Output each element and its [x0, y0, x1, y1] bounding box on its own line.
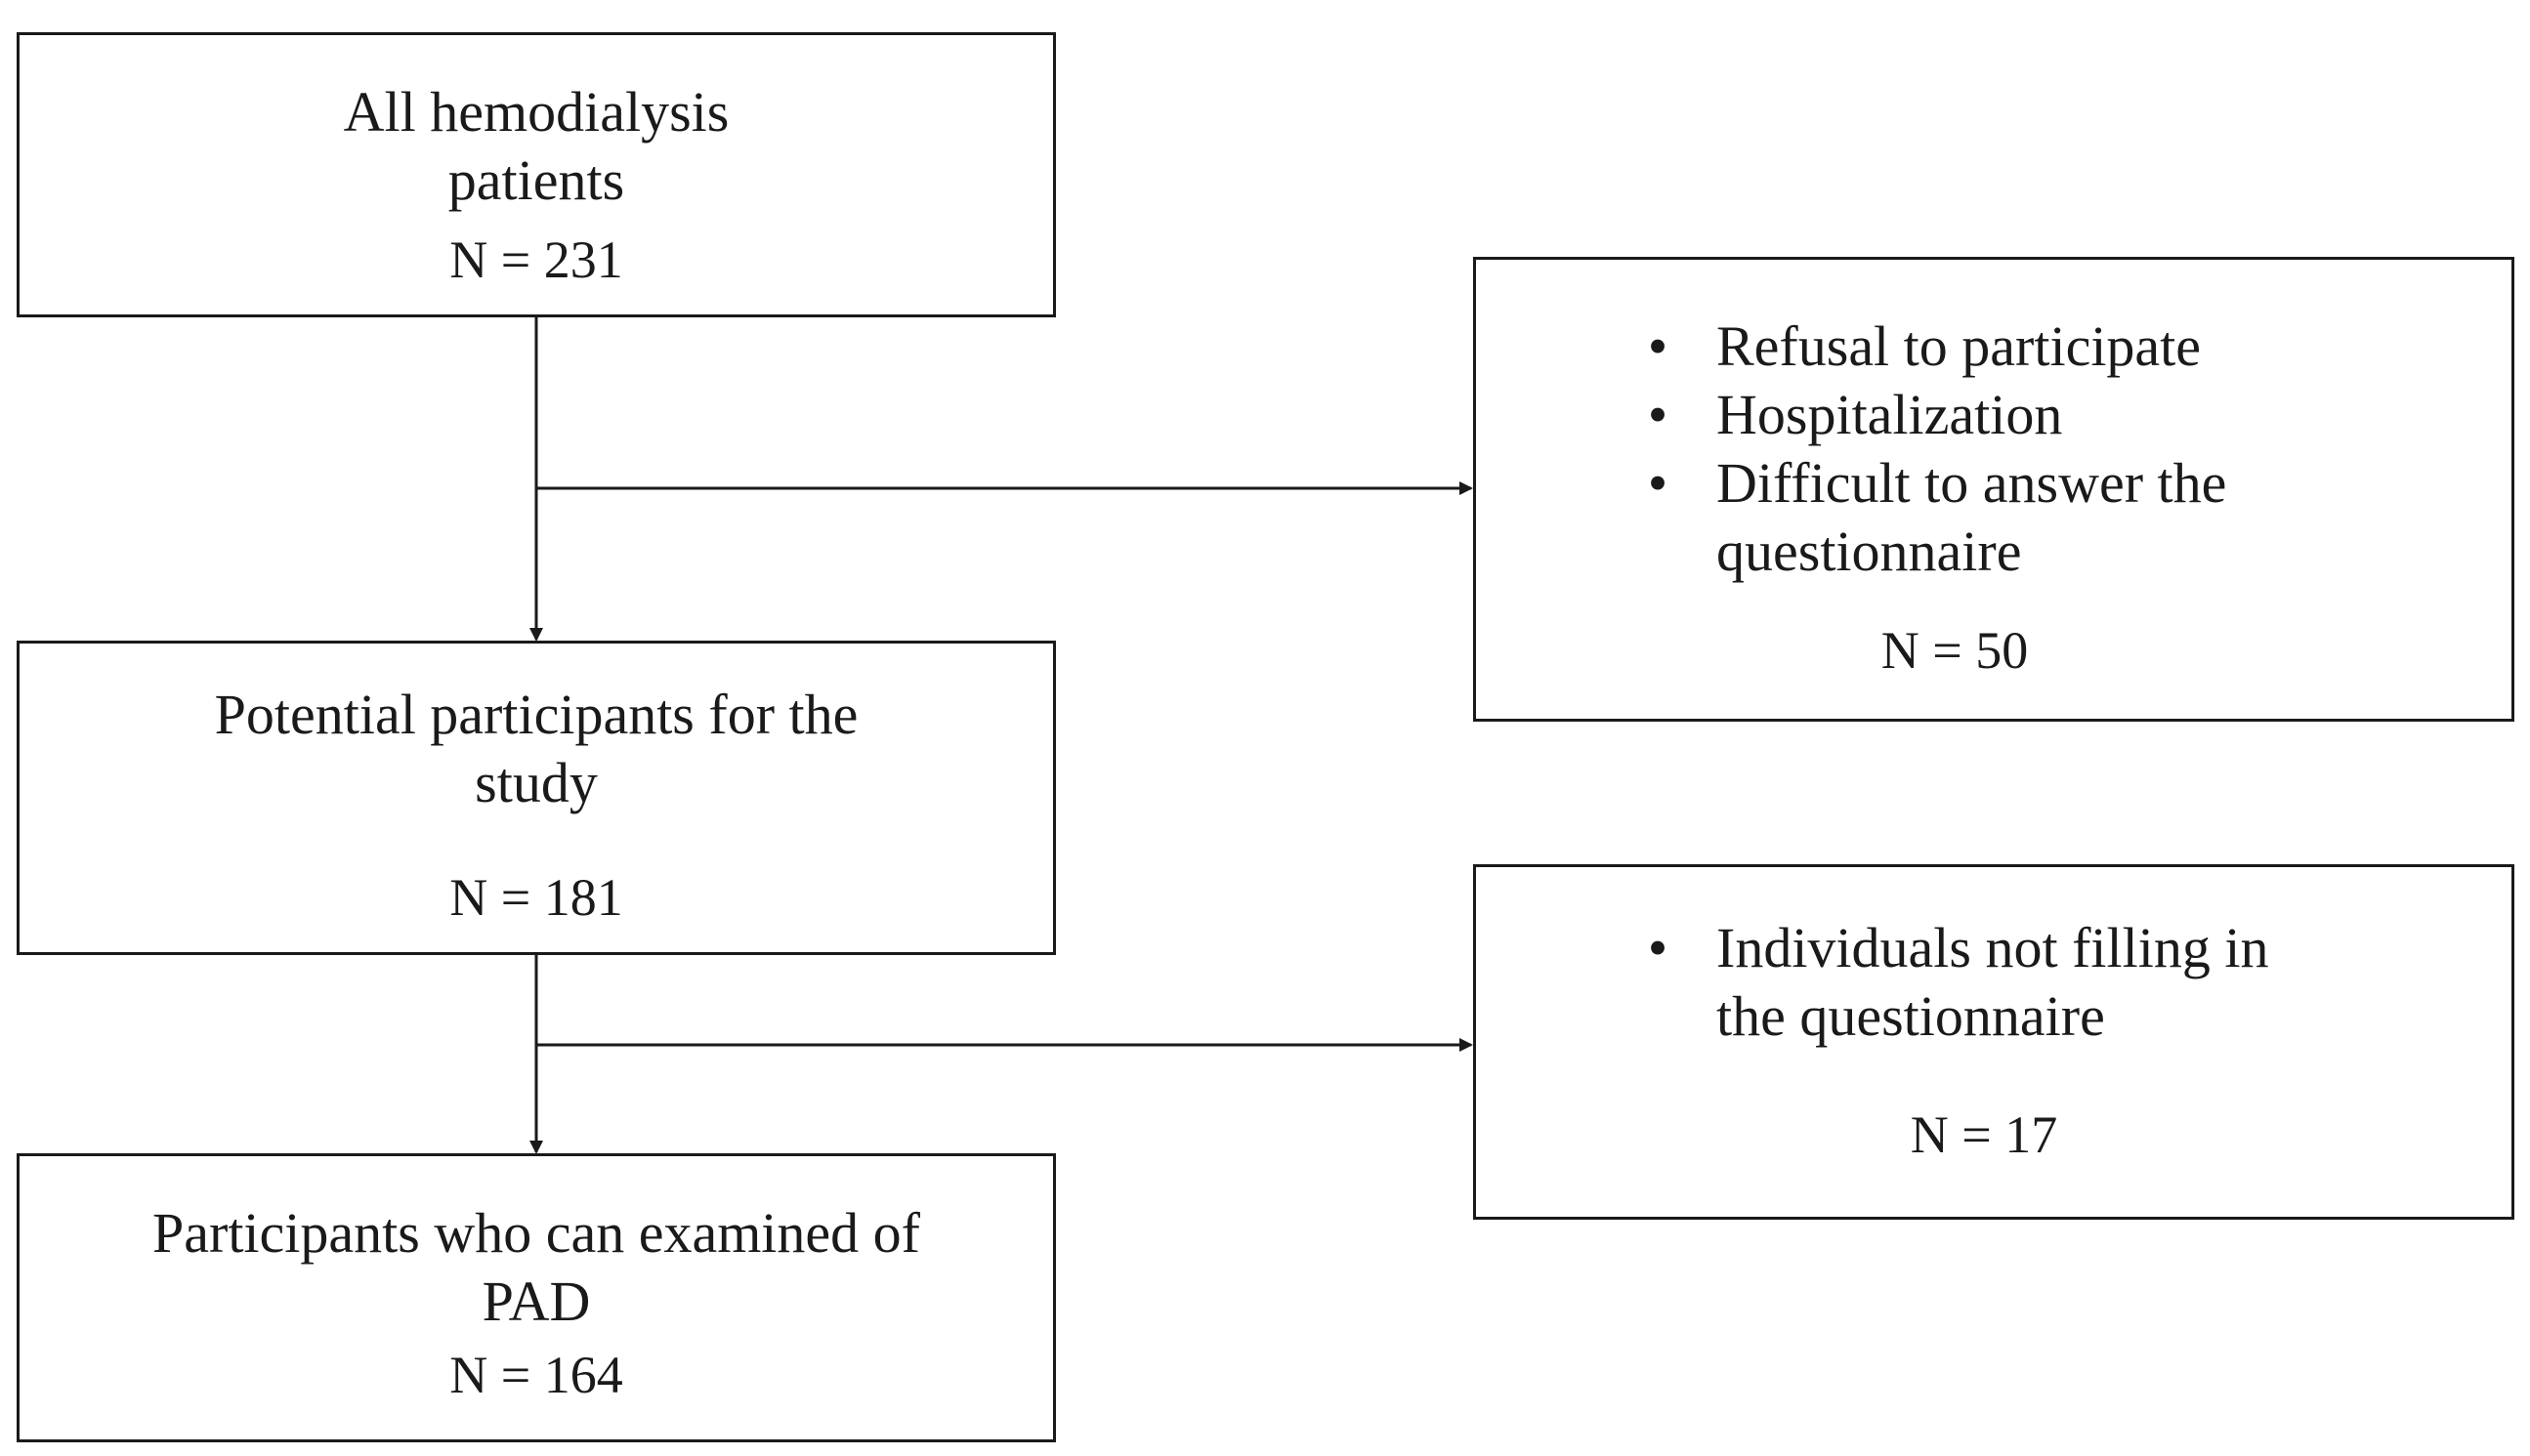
bullet-icon: • — [1647, 383, 1668, 446]
exclusion-2-count: N = 17 — [1910, 1105, 2058, 1164]
exclusion-2-list: • Individuals not filling in the questio… — [1648, 914, 2269, 1051]
exclusion-1-item: • Refusal to participate — [1648, 312, 2226, 381]
exclusion-1-item: • Hospitalization — [1648, 381, 2226, 449]
box-potential-participants-count: N = 181 — [449, 868, 623, 927]
box-exclusion-2: • Individuals not filling in the questio… — [1473, 864, 2514, 1220]
exclusion-1-item: • Difficult to answer the — [1648, 449, 2227, 518]
bullet-icon: • — [1647, 916, 1668, 979]
box-all-patients-label-line1: All hemodialysis — [343, 80, 730, 144]
box-potential-participants: Potential participants for the study N =… — [17, 641, 1056, 955]
box-potential-participants-label-line2: study — [475, 751, 598, 814]
box-potential-participants-label-line1: Potential participants for the — [214, 683, 859, 746]
exclusion-1-list: • Refusal to participate • Hospitalizati… — [1648, 312, 2227, 586]
box-examined-participants-count: N = 164 — [449, 1346, 623, 1404]
exclusion-1-count: N = 50 — [1880, 621, 2029, 680]
box-all-patients-count: N = 231 — [449, 230, 623, 289]
box-all-patients: All hemodialysis patients N = 231 — [17, 32, 1056, 317]
exclusion-2-item: • Individuals not filling in — [1648, 914, 2269, 982]
box-examined-participants-label-line1: Participants who can examined of — [152, 1201, 920, 1265]
box-exclusion-1: • Refusal to participate • Hospitalizati… — [1473, 257, 2514, 722]
exclusion-2-item-continued: the questionnaire — [1716, 984, 2105, 1048]
box-examined-participants: Participants who can examined of PAD N =… — [17, 1153, 1056, 1442]
bullet-icon: • — [1647, 451, 1668, 515]
exclusion-1-item-continued: questionnaire — [1716, 520, 2022, 583]
box-examined-participants-label-line2: PAD — [482, 1269, 591, 1333]
box-all-patients-label-line2: patients — [447, 148, 625, 212]
bullet-icon: • — [1647, 314, 1668, 378]
